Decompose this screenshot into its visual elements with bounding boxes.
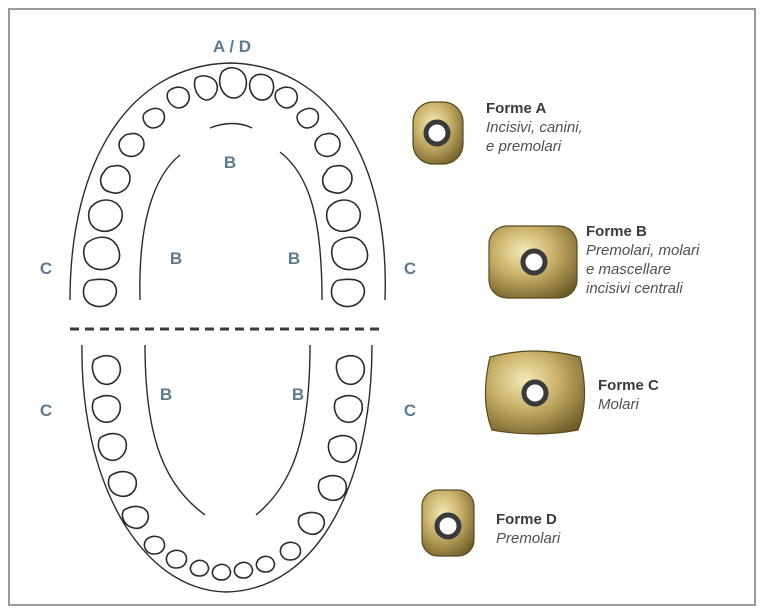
tooth (89, 200, 123, 231)
lower-zone-lines (82, 345, 372, 592)
forme-d-label: Forme D Premolari (496, 510, 560, 548)
forme-b-desc-line-3: incisivi centrali (586, 279, 699, 298)
tooth (108, 472, 136, 497)
zone-label-b-lower-left: B (160, 385, 172, 404)
tooth (323, 166, 352, 193)
zone-label-b-lower-right: B (292, 385, 304, 404)
tooth (190, 560, 208, 576)
forme-b-desc-line-2: e mascellare (586, 260, 699, 279)
tooth (280, 542, 300, 560)
tooth (101, 166, 130, 193)
forme-a-desc-line-1: Incisivi, canini, (486, 118, 583, 137)
tooth (327, 200, 361, 231)
forme-a-label: Forme A Incisivi, canini, e premolari (486, 99, 583, 156)
tooth (122, 507, 148, 529)
lower-teeth (92, 356, 364, 580)
forme-c-label: Forme C Molari (598, 376, 659, 414)
tooth (143, 108, 164, 128)
tooth (298, 513, 324, 535)
upper-teeth (83, 68, 367, 307)
zone-label-b-upper-center: B (224, 153, 236, 172)
crown-forme-b (489, 226, 577, 298)
tooth (194, 76, 217, 100)
tooth (336, 356, 364, 385)
zone-label-c-lower-left: C (40, 401, 52, 420)
forme-d-desc-line-1: Premolari (496, 529, 560, 548)
upper-inner-arc-right (280, 152, 322, 300)
lower-inner-arc-left (145, 345, 205, 515)
upper-inner-arc (140, 155, 180, 300)
forme-b-label: Forme B Premolari, molari e mascellare i… (586, 222, 699, 298)
tooth (328, 436, 356, 463)
crown-forme-a (413, 102, 463, 164)
tooth (256, 556, 274, 572)
forme-c-title: Forme C (598, 376, 659, 395)
tooth (250, 74, 274, 100)
lower-outer-arc (82, 345, 372, 592)
tooth (220, 68, 247, 98)
zone-label-b-upper-right: B (288, 249, 300, 268)
tooth (83, 279, 116, 306)
zone-label-c-lower-right: C (404, 401, 416, 420)
tooth (275, 87, 297, 108)
crown-forme-d (422, 490, 474, 556)
zone-label-c-upper-right: C (404, 259, 416, 278)
forme-a-desc-line-2: e premolari (486, 137, 583, 156)
tooth (92, 396, 120, 423)
forme-a-title: Forme A (486, 99, 583, 118)
zone-label-a-d: A / D (213, 37, 251, 56)
lower-inner-arc-right (256, 345, 310, 515)
forme-c-desc-line-1: Molari (598, 395, 659, 414)
tooth (315, 133, 340, 156)
tooth (167, 87, 189, 108)
zone-label-c-upper-left: C (40, 259, 52, 278)
tooth (119, 133, 144, 156)
forme-d-title: Forme D (496, 510, 560, 529)
tooth (331, 279, 364, 306)
tooth (297, 108, 318, 128)
upper-palate-arc (210, 124, 252, 129)
tooth (332, 237, 368, 269)
tooth (166, 550, 186, 568)
zone-label-b-upper-left: B (170, 249, 182, 268)
tooth (212, 564, 230, 580)
tooth (92, 356, 120, 385)
tooth (98, 434, 126, 461)
tooth (334, 396, 362, 423)
tooth (144, 536, 164, 554)
crown-forme-c (485, 351, 584, 434)
forme-b-title: Forme B (586, 222, 699, 241)
forme-b-desc-line-1: Premolari, molari (586, 241, 699, 260)
tooth (84, 237, 120, 269)
tooth (234, 562, 252, 578)
tooth (318, 476, 346, 501)
